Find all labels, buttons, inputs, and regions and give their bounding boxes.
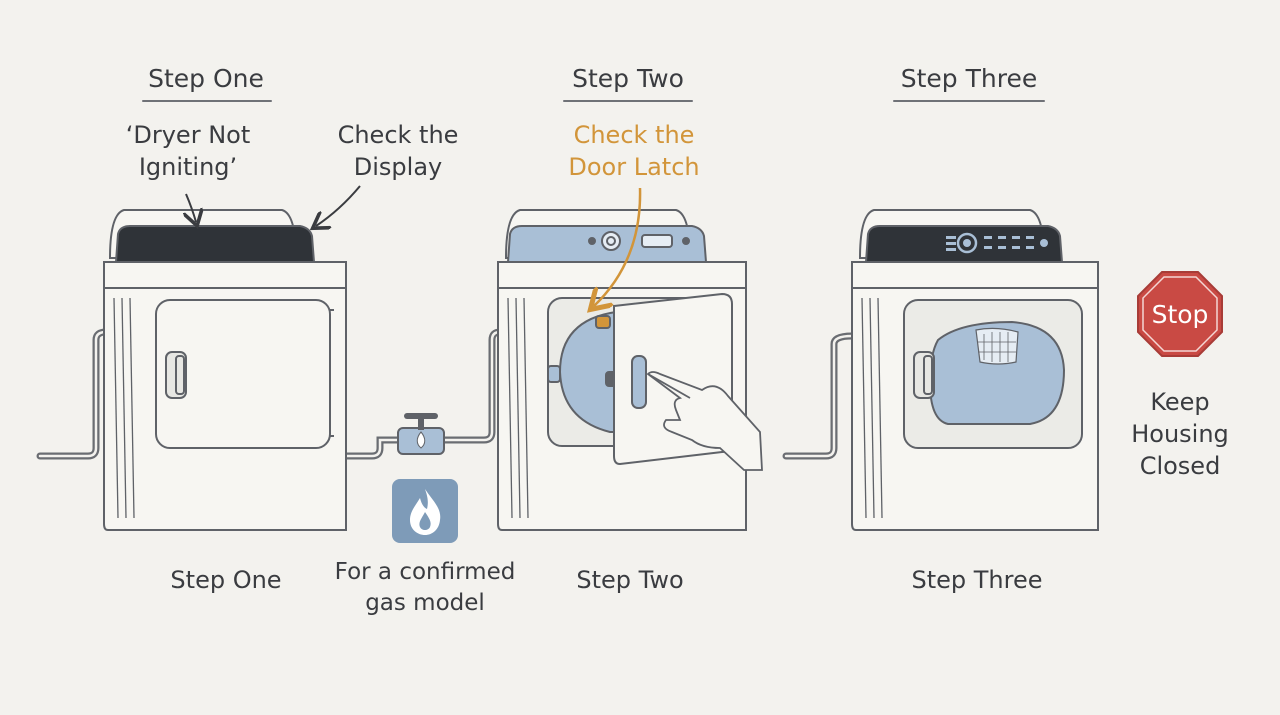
header-underline	[142, 100, 272, 102]
gas-valve-icon	[397, 413, 445, 455]
header-step-three: Step Three	[900, 64, 1038, 93]
header-step-two: Step Two	[572, 64, 684, 93]
callout-arrows	[186, 185, 642, 306]
dryer-step-one	[103, 209, 347, 531]
callout-dryer-not-igniting: ‘Dryer Not Igniting’	[125, 121, 251, 181]
callout-gas-model: For a confirmed gas model	[334, 559, 516, 616]
caption-step-three: Step Three	[911, 566, 1043, 594]
stop-sign-icon: Stop	[1137, 271, 1223, 357]
stop-sign-label: Stop	[1152, 300, 1209, 329]
caption-step-one: Step One	[170, 566, 282, 594]
dryer-step-three	[851, 209, 1099, 531]
hand-icon	[646, 371, 763, 471]
flame-icon	[392, 479, 458, 543]
caption-step-two: Step Two	[576, 566, 684, 594]
header-underline	[563, 100, 693, 102]
callout-check-display: Check the Display	[337, 121, 459, 181]
header-step-one: Step One	[148, 64, 264, 93]
callout-keep-housing-closed: Keep Housing Closed	[1131, 388, 1229, 480]
callout-check-door-latch: Check the Door Latch	[568, 121, 700, 181]
dryer-step-two	[497, 209, 763, 531]
header-underline	[893, 100, 1045, 102]
